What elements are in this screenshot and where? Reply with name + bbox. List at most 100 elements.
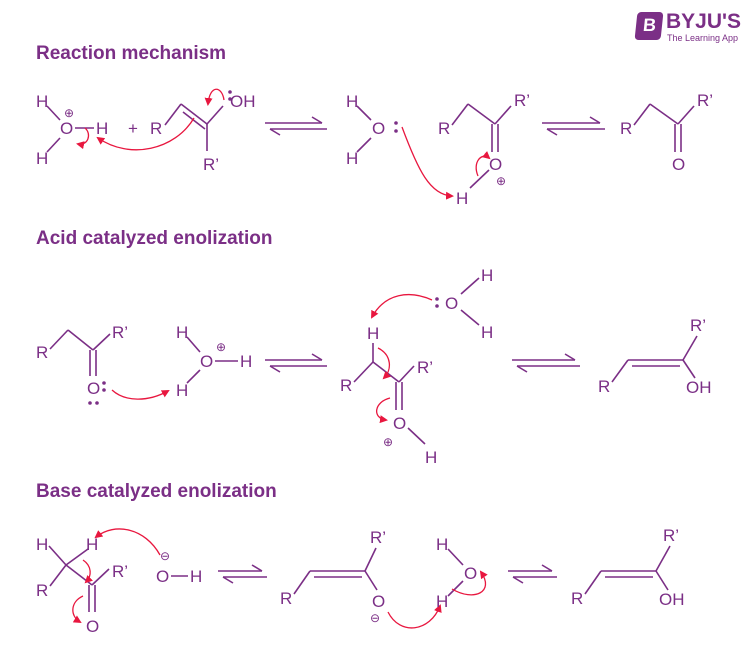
lone-pair-dot xyxy=(95,401,99,405)
electron-arrow xyxy=(475,151,491,177)
atom-r-prime: R’ xyxy=(112,323,128,342)
bond xyxy=(372,361,400,383)
atom-h: H xyxy=(176,323,188,342)
atom-r: R xyxy=(36,581,48,600)
atom-r: R xyxy=(620,119,632,138)
bond xyxy=(447,580,464,597)
atom-o: O xyxy=(60,119,73,138)
bond xyxy=(49,564,67,587)
atom-o: O xyxy=(87,379,100,398)
atom-r: R xyxy=(150,119,162,138)
atom-h: H xyxy=(346,92,358,111)
bond xyxy=(65,564,93,586)
double-bond xyxy=(180,103,208,125)
bond xyxy=(67,329,94,351)
atom-o: O xyxy=(393,414,406,433)
atom-oh: OH xyxy=(659,590,685,609)
electron-arrow xyxy=(82,559,94,584)
negative-charge: ⊖ xyxy=(160,549,170,563)
atom-h: H xyxy=(190,567,202,586)
lone-pair-dot xyxy=(88,401,92,405)
atom-o: O xyxy=(156,567,169,586)
bond xyxy=(49,329,69,350)
bond xyxy=(682,335,698,361)
bond xyxy=(655,570,669,591)
bond xyxy=(92,333,111,351)
equilibrium-arrow xyxy=(265,353,327,373)
bond xyxy=(364,570,378,591)
atom-o: O xyxy=(372,119,385,138)
atom-r-prime: R’ xyxy=(514,91,530,110)
logo-wordmark: BYJU'S xyxy=(666,10,742,33)
atom-h: H xyxy=(425,448,437,467)
bond xyxy=(494,105,512,125)
bond xyxy=(206,105,224,125)
atom-o: O xyxy=(464,564,477,583)
electron-arrow xyxy=(451,570,488,596)
bond xyxy=(356,137,372,153)
atom-h: H xyxy=(36,535,48,554)
atom-h: H xyxy=(86,535,98,554)
bond xyxy=(655,545,671,572)
electron-arrow xyxy=(387,604,442,629)
atom-h: H xyxy=(96,119,108,138)
bond xyxy=(186,369,201,384)
equilibrium-arrow xyxy=(512,353,580,373)
base-catalyzed-scheme: H H R R’ O O ⊖ H R R’ O xyxy=(36,526,685,636)
atom-r: R xyxy=(280,589,292,608)
bond xyxy=(46,105,61,121)
atom-oh: OH xyxy=(686,378,712,397)
lone-pair-dot xyxy=(228,97,232,101)
electron-arrow xyxy=(204,88,225,106)
bond xyxy=(353,361,374,383)
lone-pair-dot xyxy=(435,297,439,301)
atom-h: H xyxy=(176,381,188,400)
bond xyxy=(649,103,679,125)
atom-r: R xyxy=(598,377,610,396)
atom-h: H xyxy=(240,352,252,371)
positive-charge: ⊕ xyxy=(496,174,506,188)
electron-arrow xyxy=(401,126,454,200)
electron-arrow xyxy=(371,293,433,319)
bond xyxy=(677,105,695,125)
bond xyxy=(682,359,696,379)
atom-r-prime: R’ xyxy=(697,91,713,110)
equilibrium-arrow xyxy=(508,564,557,584)
bond xyxy=(467,103,496,125)
atom-r-prime: R’ xyxy=(112,562,128,581)
electron-arrow xyxy=(76,127,90,150)
equilibrium-arrow xyxy=(218,564,267,584)
atom-r: R xyxy=(571,589,583,608)
atom-r: R xyxy=(438,119,450,138)
acid-catalyzed-scheme: R R’ O H H O ⊕ H H H O xyxy=(36,266,712,467)
lone-pair-dot xyxy=(394,129,398,133)
atom-h: H xyxy=(456,189,468,208)
bond xyxy=(356,105,372,121)
atom-o: O xyxy=(672,155,685,174)
reaction-mechanism-scheme: H H O ⊕ H + R R’ OH H H O xyxy=(36,88,713,208)
double-bond xyxy=(182,111,206,130)
atom-r-prime: R’ xyxy=(690,316,706,335)
negative-charge: ⊖ xyxy=(370,611,380,625)
lone-pair-dot xyxy=(102,381,106,385)
atom-o: O xyxy=(445,294,458,313)
lone-pair-dot xyxy=(435,304,439,308)
atom-r-prime: R’ xyxy=(370,528,386,547)
bond xyxy=(460,309,480,326)
atom-r-prime: R’ xyxy=(417,358,433,377)
bond xyxy=(469,169,490,189)
electron-arrow xyxy=(376,397,391,424)
atom-h: H xyxy=(36,92,48,111)
atom-r-prime: R’ xyxy=(203,155,219,174)
section-title-acid-catalyzed: Acid catalyzed enolization xyxy=(36,228,273,249)
bond xyxy=(611,359,629,383)
logo-tagline: The Learning App xyxy=(667,33,739,43)
lone-pair-dot xyxy=(102,388,106,392)
electron-arrow xyxy=(94,528,161,556)
atom-o: O xyxy=(200,352,213,371)
atom-o: O xyxy=(86,617,99,636)
atom-h: H xyxy=(36,149,48,168)
equilibrium-arrow xyxy=(265,116,327,136)
electron-arrow xyxy=(377,347,392,380)
